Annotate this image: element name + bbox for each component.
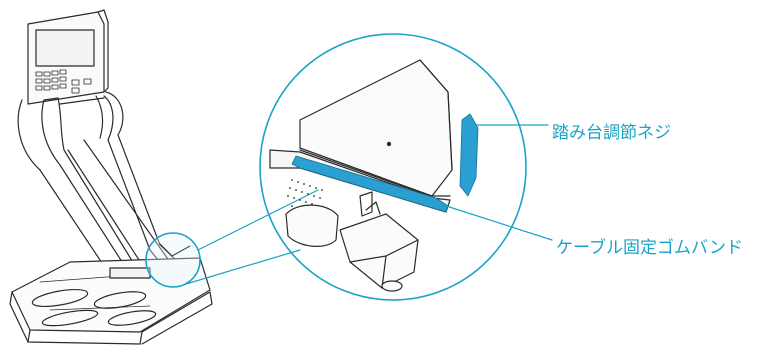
screen	[36, 30, 94, 66]
adjust-screw-label: 踏み台調節ネジ	[552, 118, 671, 143]
display-head	[28, 10, 108, 104]
cable-band-label: ケーブル固定ゴムバンド	[556, 233, 743, 258]
magnified-detail	[260, 34, 552, 300]
detail-marker-circle	[146, 233, 200, 287]
leader-line-band	[440, 204, 552, 240]
analyzer-device	[10, 10, 318, 344]
adjust-screw	[460, 114, 478, 196]
